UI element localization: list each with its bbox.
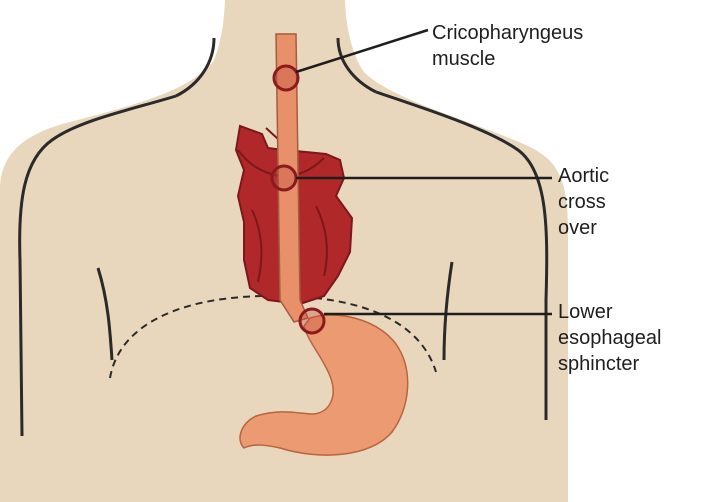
lower-esophageal-sphincter-label-line-3: sphincter [558, 351, 661, 377]
cricopharyngeus-label-line-1: Cricopharyngeus [432, 20, 583, 46]
cricopharyngeus-marker-icon [274, 66, 298, 90]
cricopharyngeus-label: Cricopharyngeus muscle [432, 20, 583, 72]
cricopharyngeus-label-line-2: muscle [432, 46, 583, 72]
aortic-crossover-label: Aortic cross over [558, 163, 609, 241]
lower-esophageal-sphincter-label: Lower esophageal sphincter [558, 299, 661, 377]
aortic-crossover-label-line-2: cross [558, 189, 609, 215]
aortic-crossover-marker-icon [272, 166, 296, 190]
lower-esophageal-sphincter-marker-icon [300, 309, 324, 333]
lower-esophageal-sphincter-label-line-1: Lower [558, 299, 661, 325]
aortic-crossover-label-line-3: over [558, 215, 609, 241]
lower-esophageal-sphincter-label-line-2: esophageal [558, 325, 661, 351]
aortic-crossover-label-line-1: Aortic [558, 163, 609, 189]
